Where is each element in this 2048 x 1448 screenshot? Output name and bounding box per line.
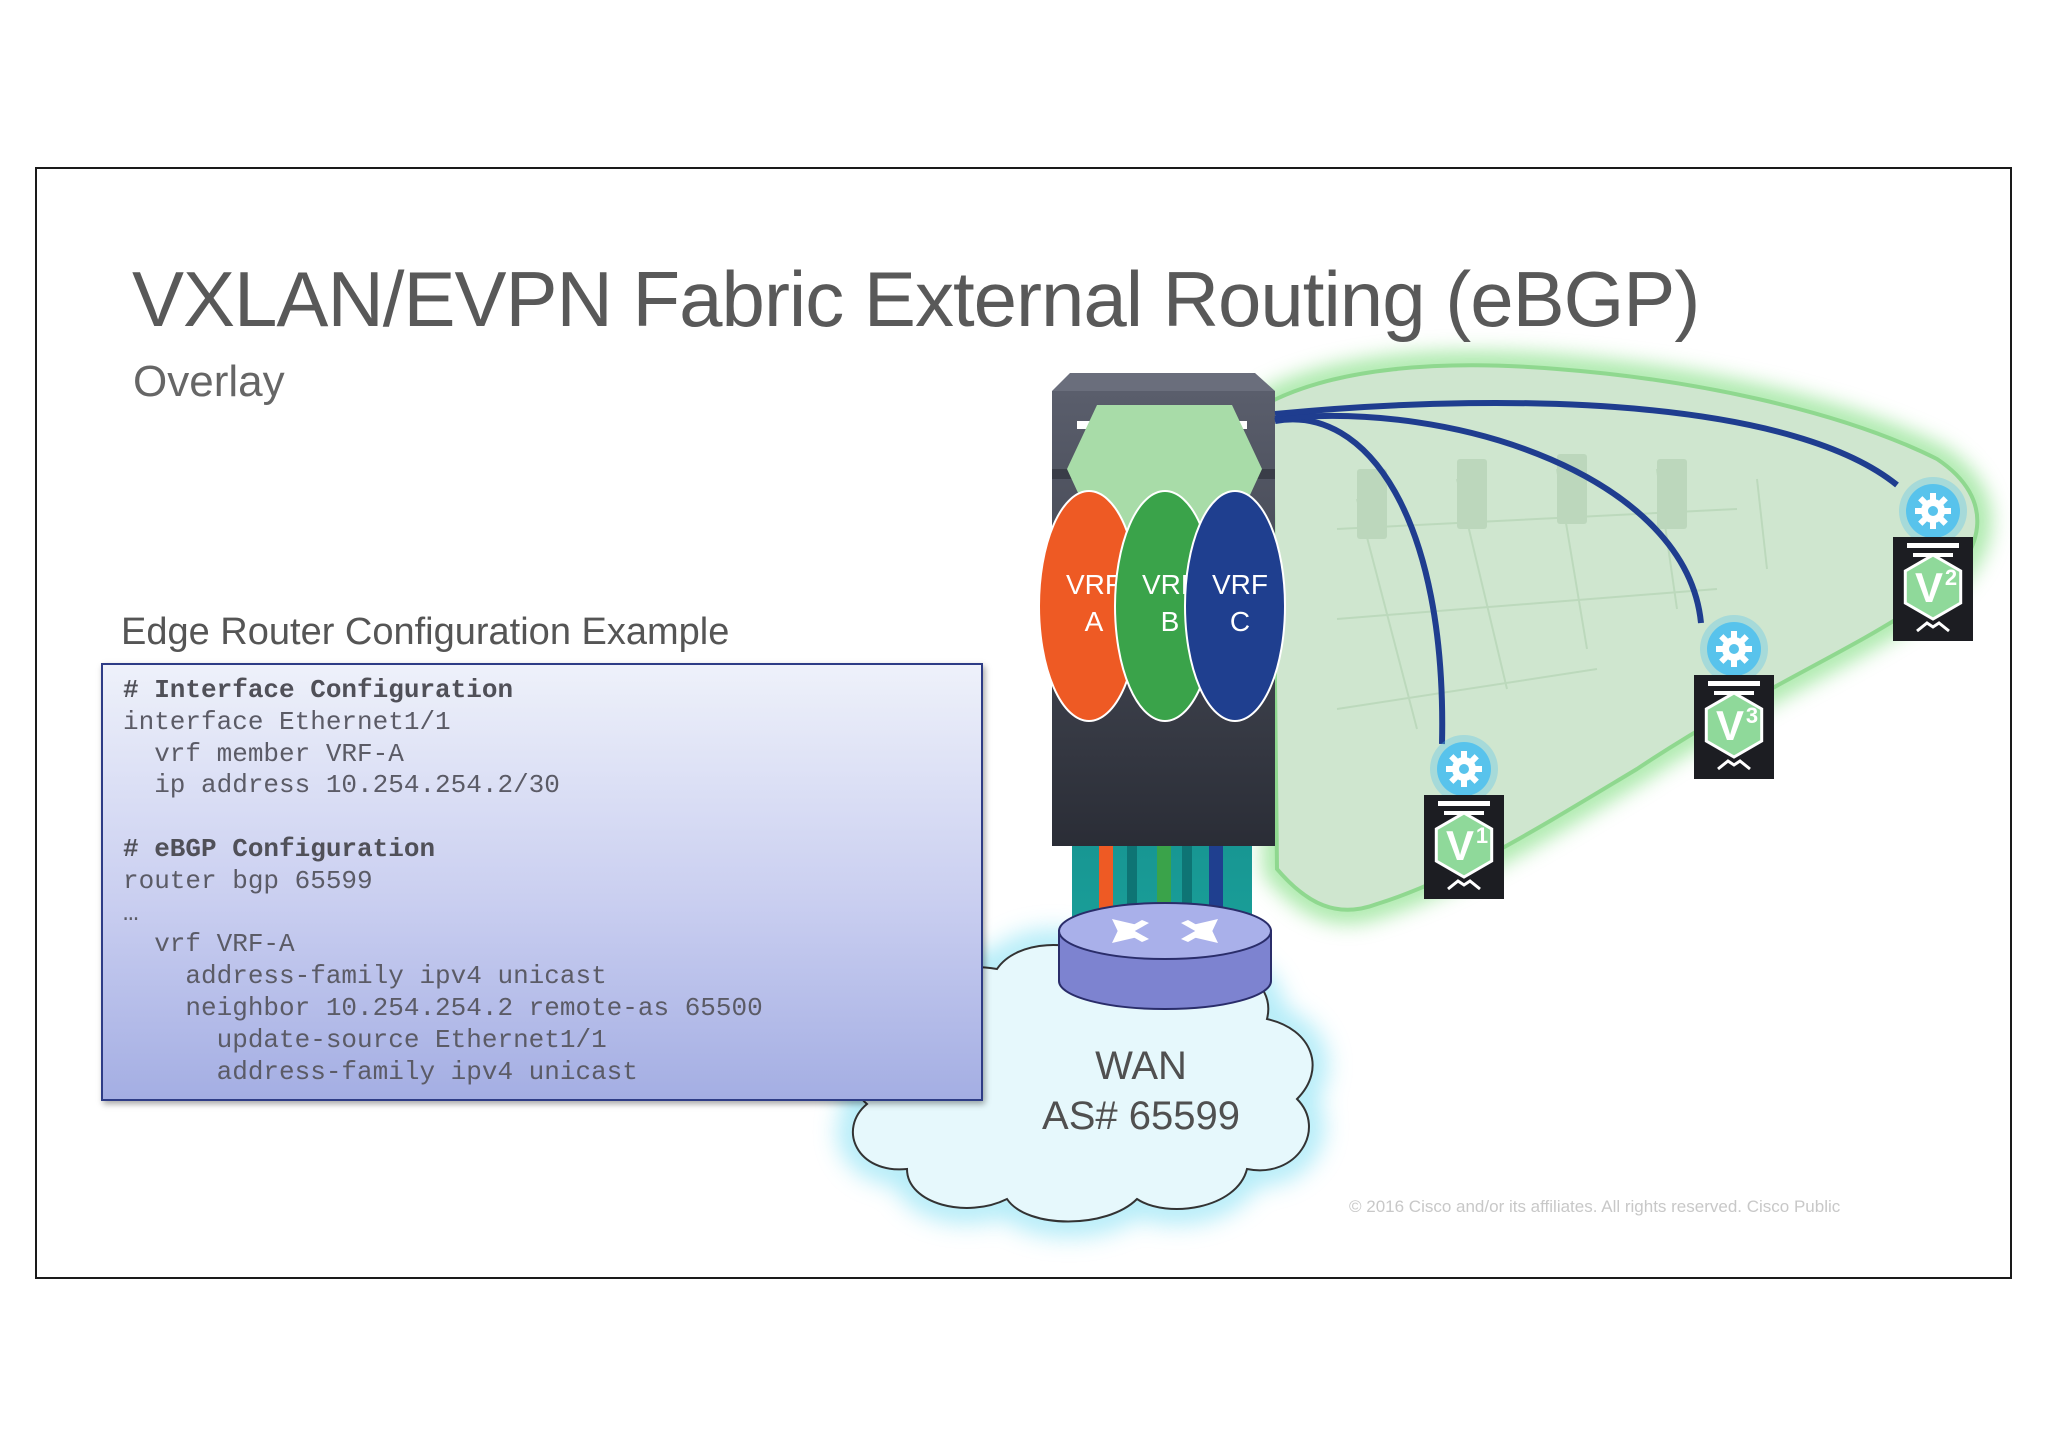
vrf-label: B [1161, 606, 1180, 637]
wan-as-number: AS# 65599 [1042, 1094, 1240, 1138]
vxlan-tunnels [1274, 400, 1899, 745]
config-code-line: address-family ipv4 unicast [123, 961, 607, 992]
vtep-index: 2 [1945, 565, 1957, 590]
vrf-label: C [1230, 606, 1250, 637]
config-heading: Edge Router Configuration Example [121, 611, 730, 653]
copyright-notice: © 2016 Cisco and/or its affiliates. All … [1349, 1197, 1841, 1216]
vrf-label: VRF [1212, 569, 1268, 600]
vrf-label: VRF [1066, 569, 1122, 600]
config-code-line: … [123, 897, 139, 928]
config-code-line: vrf VRF-A [123, 929, 295, 960]
vtep-label: V [1716, 702, 1744, 749]
config-comment-line: # Interface Configuration [123, 675, 514, 705]
vrf-label: A [1085, 606, 1104, 637]
config-code-line: address-family ipv4 unicast [123, 1056, 638, 1087]
vtep-index: 1 [1476, 823, 1488, 848]
config-comment-line: # eBGP Configuration [123, 834, 436, 864]
vtep-label: V [1915, 564, 1943, 611]
config-code-line: update-source Ethernet1/1 [123, 1024, 607, 1055]
fabric-region [1257, 351, 1992, 924]
vtep-label: V [1446, 822, 1474, 869]
slide-title: VXLAN/EVPN Fabric External Routing (eBGP… [132, 255, 1700, 343]
vrf-oval-c: VRF C [1184, 490, 1286, 722]
config-code-line: vrf member VRF-A [123, 738, 404, 769]
gear-icon [1915, 493, 1951, 529]
config-code-line: neighbor 10.254.254.2 remote-as 65500 [123, 993, 763, 1023]
wan-label: WAN [1095, 1044, 1187, 1088]
config-code-line: router bgp 65599 [123, 865, 373, 896]
wan-router [1058, 902, 1272, 1010]
gear-icon [1716, 631, 1752, 667]
vrf-oval-a: VRF A [1038, 490, 1140, 722]
gear-icon [1446, 751, 1482, 787]
config-code-line: interface Ethernet1/1 [123, 706, 451, 737]
config-code-line: ip address 10.254.254.2/30 [123, 770, 560, 801]
slide-subtitle: Overlay [133, 357, 285, 406]
vtep-index: 3 [1746, 703, 1758, 728]
